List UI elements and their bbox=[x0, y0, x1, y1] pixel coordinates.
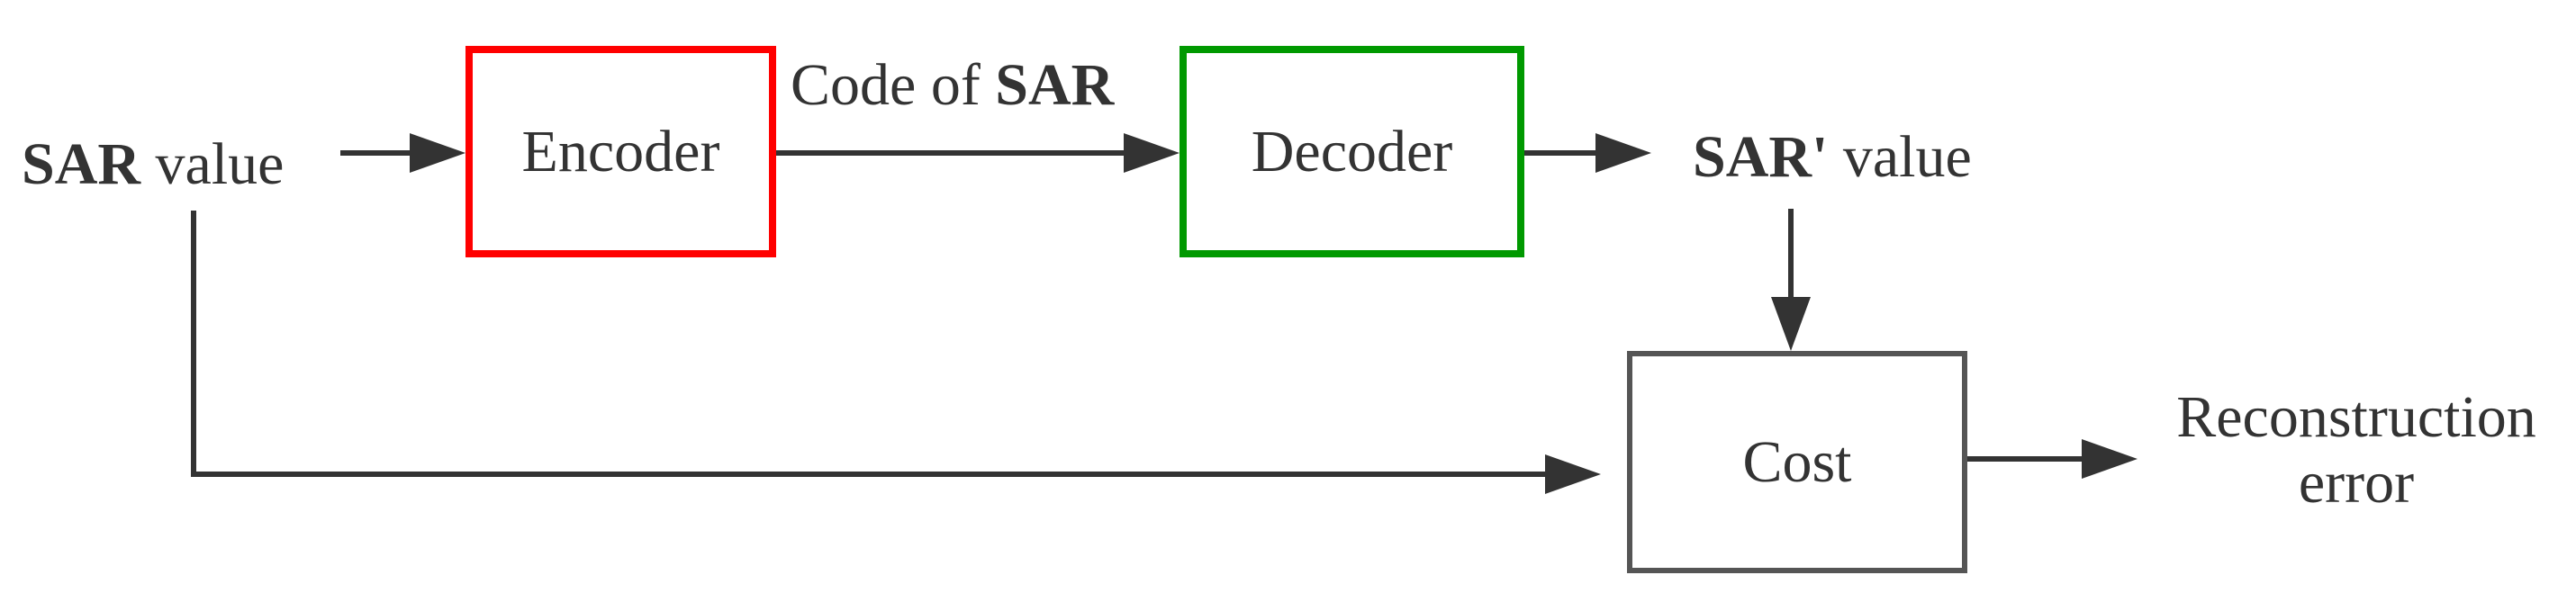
input-label-bold: SAR bbox=[22, 131, 141, 197]
output-label: SAR' value bbox=[1693, 128, 1972, 187]
output-label-rest: value bbox=[1828, 124, 1972, 190]
edge-cost-to-result bbox=[1967, 439, 2138, 479]
edge-input-to-cost bbox=[191, 211, 1601, 494]
code-label-bold: SAR bbox=[995, 52, 1115, 118]
code-label: Code of SAR bbox=[791, 56, 1114, 115]
input-label-rest: value bbox=[140, 131, 285, 197]
result-label-line1: Reconstruction bbox=[2176, 384, 2536, 450]
decoder-node: Decoder bbox=[1180, 46, 1524, 257]
edge-output-to-cost bbox=[1771, 209, 1811, 351]
cost-node: Cost bbox=[1627, 351, 1967, 573]
input-label: SAR value bbox=[22, 135, 284, 194]
edge-input-to-encoder bbox=[340, 133, 465, 173]
encoder-label: Encoder bbox=[521, 118, 720, 184]
edge-decoder-to-output bbox=[1524, 133, 1651, 173]
output-label-bold: SAR' bbox=[1693, 124, 1829, 190]
edge-encoder-to-decoder bbox=[776, 133, 1180, 173]
decoder-label: Decoder bbox=[1251, 118, 1453, 184]
encoder-node: Encoder bbox=[465, 46, 776, 257]
result-label-line2: error bbox=[2298, 449, 2415, 516]
code-label-prefix: Code of bbox=[791, 52, 996, 118]
result-label: Reconstruction error bbox=[2145, 384, 2568, 516]
cost-label: Cost bbox=[1742, 428, 1852, 495]
